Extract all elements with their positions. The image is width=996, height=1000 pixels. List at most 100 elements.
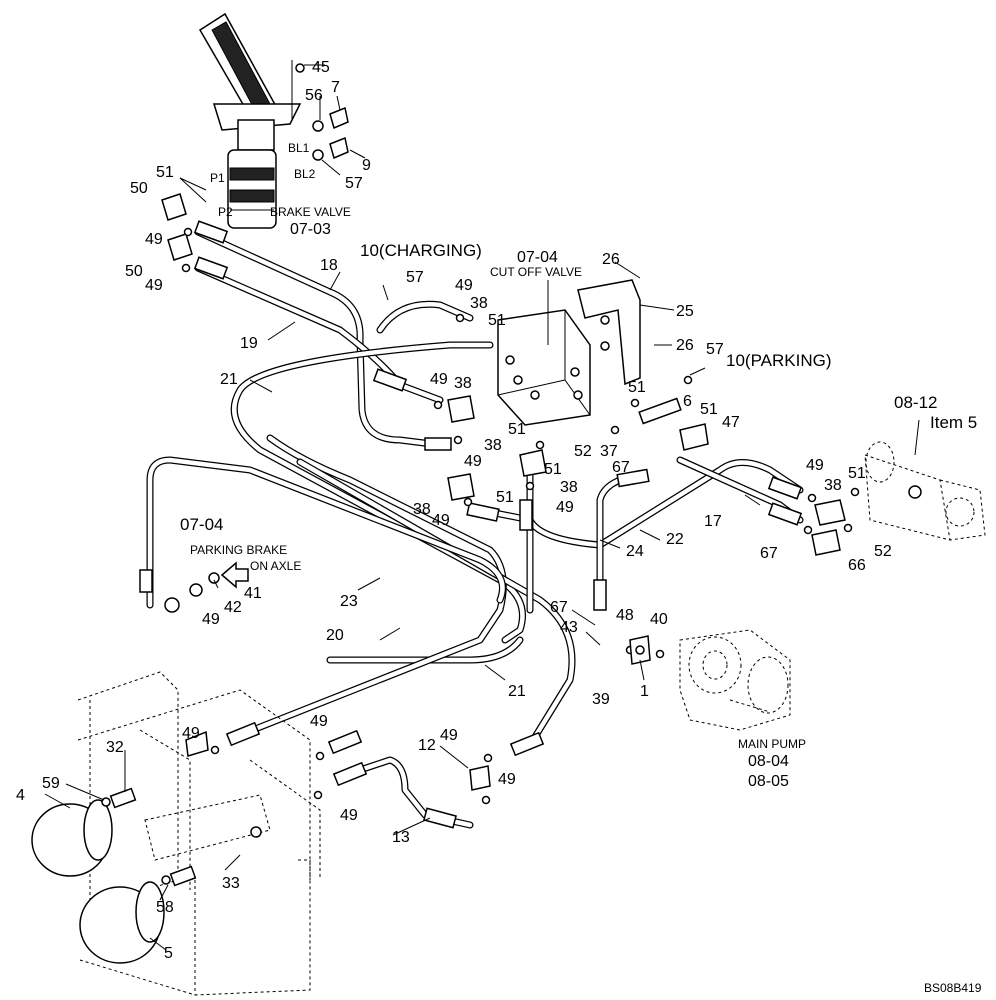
label-38e: 38 bbox=[413, 501, 431, 518]
label-50a: 50 bbox=[130, 180, 148, 197]
parking-brake-ref: 07-04 bbox=[180, 515, 223, 534]
label-49j: 49 bbox=[182, 725, 200, 742]
label-41: 41 bbox=[244, 585, 262, 602]
label-32: 32 bbox=[106, 739, 124, 756]
label-67a: 67 bbox=[612, 459, 630, 476]
label-37: 37 bbox=[600, 443, 618, 460]
label-45: 45 bbox=[312, 59, 330, 76]
parking-label: 10(PARKING) bbox=[726, 351, 832, 370]
label-22: 22 bbox=[666, 531, 684, 548]
brake-valve-ref: 07-03 bbox=[290, 221, 331, 238]
label-51c: 51 bbox=[508, 421, 526, 438]
label-49k: 49 bbox=[310, 713, 328, 730]
label-40: 40 bbox=[650, 611, 668, 628]
label-49m: 49 bbox=[440, 727, 458, 744]
brake-valve-label: BRAKE VALVE bbox=[270, 205, 351, 219]
label-23: 23 bbox=[340, 593, 358, 610]
axle-housing-dashed bbox=[864, 441, 986, 541]
cutoff-valve-label: CUT OFF VALVE bbox=[490, 265, 582, 279]
label-19: 19 bbox=[240, 335, 258, 352]
label-49n: 49 bbox=[498, 771, 516, 788]
label-49g: 49 bbox=[432, 512, 450, 529]
lower-fittings bbox=[101, 730, 262, 887]
label-5: 5 bbox=[164, 945, 173, 962]
hydraulic-hoses bbox=[146, 228, 804, 829]
label-49h: 49 bbox=[806, 457, 824, 474]
label-21a: 21 bbox=[220, 371, 238, 388]
main-pump-ref-2: 08-05 bbox=[748, 773, 789, 790]
label-42: 42 bbox=[224, 599, 242, 616]
label-52b: 52 bbox=[874, 543, 892, 560]
label-38a: 38 bbox=[470, 295, 488, 312]
brake-chamber-upper bbox=[31, 799, 113, 877]
label-56: 56 bbox=[305, 87, 323, 104]
label-67b: 67 bbox=[760, 545, 778, 562]
parking-brake-arrow bbox=[220, 561, 249, 589]
label-9: 9 bbox=[362, 157, 371, 174]
label-51g: 51 bbox=[496, 489, 514, 506]
label-51d: 51 bbox=[628, 379, 646, 396]
label-50b: 50 bbox=[125, 263, 143, 280]
label-38f: 38 bbox=[824, 477, 842, 494]
label-p1: P1 bbox=[210, 171, 225, 185]
part-labels: 45 56 7 9 57 BL1 BL2 P1 P2 51 50 49 50 4… bbox=[16, 59, 982, 995]
brake-pedal bbox=[198, 12, 302, 151]
label-20: 20 bbox=[326, 627, 344, 644]
label-39: 39 bbox=[592, 691, 610, 708]
axle-ref: 08-12 bbox=[894, 393, 937, 412]
label-49e: 49 bbox=[464, 453, 482, 470]
label-51e: 51 bbox=[700, 401, 718, 418]
label-12: 12 bbox=[418, 737, 436, 754]
cut-off-valve-block bbox=[497, 309, 591, 426]
label-6: 6 bbox=[683, 393, 692, 410]
label-49c: 49 bbox=[455, 277, 473, 294]
label-24: 24 bbox=[626, 543, 644, 560]
label-57c: 57 bbox=[706, 341, 724, 358]
label-51a: 51 bbox=[156, 164, 174, 181]
charging-label: 10(CHARGING) bbox=[360, 241, 482, 260]
label-13: 13 bbox=[392, 829, 410, 846]
on-axle-label: ON AXLE bbox=[250, 559, 301, 573]
label-49b: 49 bbox=[145, 277, 163, 294]
label-59: 59 bbox=[42, 775, 60, 792]
label-17: 17 bbox=[704, 513, 722, 530]
label-51b: 51 bbox=[488, 312, 506, 329]
mounting-bracket bbox=[577, 279, 641, 386]
label-49l: 49 bbox=[340, 807, 358, 824]
hose-fittings bbox=[139, 193, 846, 829]
main-pump-label: MAIN PUMP bbox=[738, 737, 806, 751]
label-38b: 38 bbox=[454, 375, 472, 392]
label-21b: 21 bbox=[508, 683, 526, 700]
label-1: 1 bbox=[640, 683, 649, 700]
axle-item-5: Item 5 bbox=[930, 413, 977, 432]
label-49f: 49 bbox=[556, 499, 574, 516]
label-26b: 26 bbox=[676, 337, 694, 354]
label-bl1: BL1 bbox=[288, 141, 310, 155]
label-38d: 38 bbox=[560, 479, 578, 496]
parking-brake-label: PARKING BRAKE bbox=[190, 543, 287, 557]
brake-chamber-lower bbox=[79, 881, 165, 964]
label-51f: 51 bbox=[544, 461, 562, 478]
label-49a: 49 bbox=[145, 231, 163, 248]
label-47: 47 bbox=[722, 414, 740, 431]
label-48: 48 bbox=[616, 607, 634, 624]
label-43: 43 bbox=[560, 619, 578, 636]
leader-lines bbox=[44, 64, 920, 951]
label-25: 25 bbox=[676, 303, 694, 320]
label-18: 18 bbox=[320, 257, 338, 274]
label-33: 33 bbox=[222, 875, 240, 892]
label-26a: 26 bbox=[602, 251, 620, 268]
main-pump-ref-1: 08-04 bbox=[748, 753, 789, 770]
label-49d: 49 bbox=[430, 371, 448, 388]
label-57b: 57 bbox=[406, 269, 424, 286]
drawing-id: BS08B419 bbox=[924, 981, 982, 995]
label-bl2: BL2 bbox=[294, 167, 316, 181]
label-52a: 52 bbox=[574, 443, 592, 460]
label-51h: 51 bbox=[848, 465, 866, 482]
label-p2: P2 bbox=[218, 205, 233, 219]
label-57a: 57 bbox=[345, 175, 363, 192]
label-7: 7 bbox=[331, 79, 340, 96]
label-67c: 67 bbox=[550, 599, 568, 616]
label-38c: 38 bbox=[484, 437, 502, 454]
